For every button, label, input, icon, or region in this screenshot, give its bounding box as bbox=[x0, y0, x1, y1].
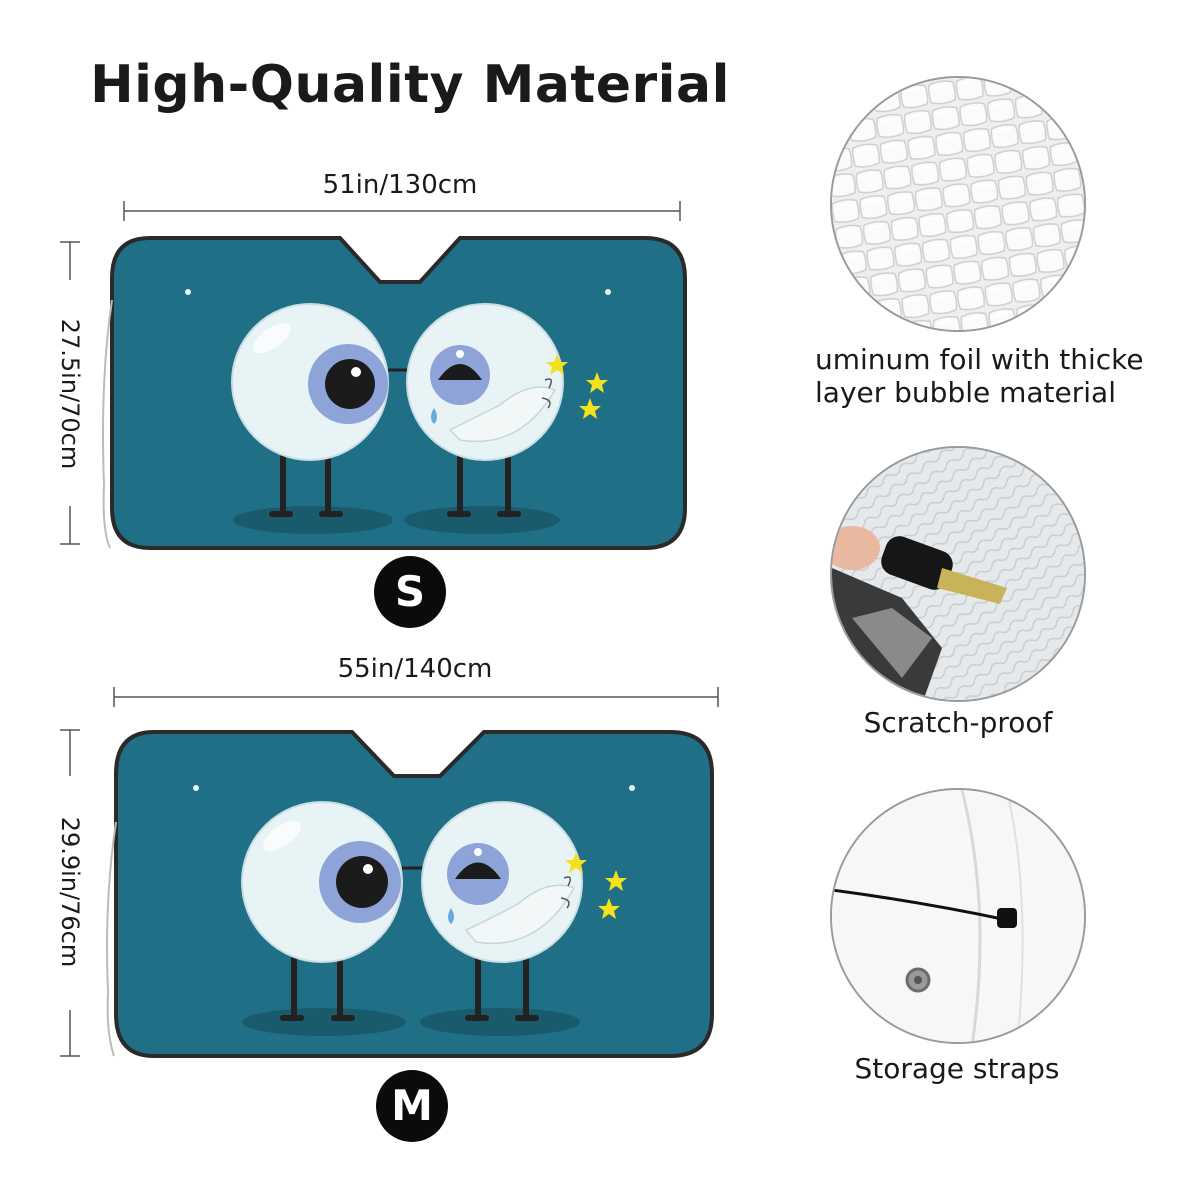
page-title: High-Quality Material bbox=[90, 55, 730, 115]
key-scratch-test-icon bbox=[830, 446, 1086, 702]
feature-caption-foil-line1: uminum foil with thicken bbox=[815, 343, 1145, 376]
height-label-m: 29.9in/76cm bbox=[56, 816, 84, 968]
feature-caption-scratch: Scratch-proof bbox=[863, 706, 1053, 739]
width-label-m: 55in/140cm bbox=[337, 654, 493, 684]
storage-strap-grommet-icon bbox=[830, 788, 1086, 1044]
height-label-s: 27.5in/70cm bbox=[56, 318, 84, 470]
feature-caption-foil: uminum foil with thicken layer bubble ma… bbox=[815, 343, 1145, 409]
width-label-s: 51in/130cm bbox=[322, 170, 478, 200]
sunshade-s bbox=[102, 236, 687, 550]
sunshade-m bbox=[106, 730, 714, 1058]
feature-caption-straps: Storage straps bbox=[854, 1052, 1060, 1085]
size-badge-s: S bbox=[374, 556, 446, 628]
width-dimension-line-s bbox=[123, 201, 681, 221]
width-dimension-line-m bbox=[113, 687, 719, 707]
bubble-foil-texture-icon bbox=[830, 76, 1086, 332]
feature-caption-foil-line2: layer bubble material bbox=[815, 376, 1116, 409]
size-badge-m: M bbox=[376, 1070, 448, 1142]
